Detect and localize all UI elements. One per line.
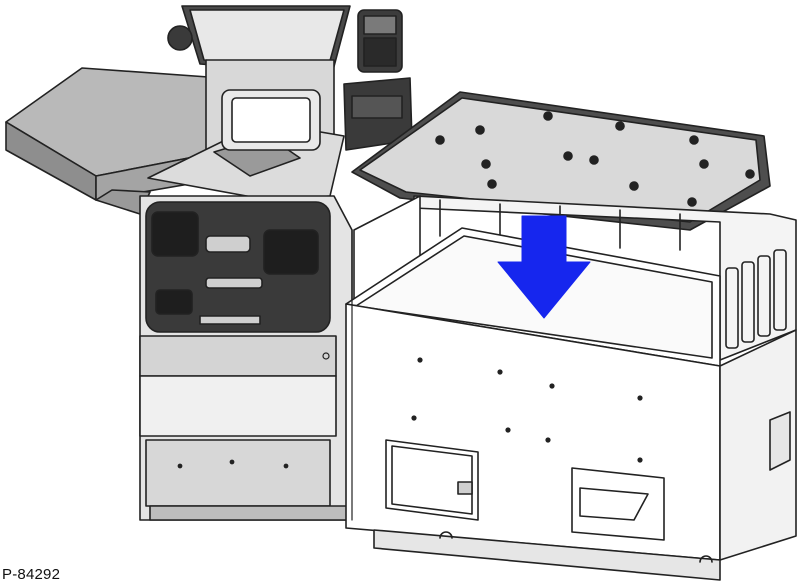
- down-arrow-icon: [497, 215, 591, 319]
- top-plate: [351, 91, 771, 231]
- receipt-printer: [343, 77, 413, 151]
- part-id-label: P-84292: [2, 566, 61, 583]
- pin-pad: [357, 9, 403, 73]
- checkout-unit: [139, 89, 353, 521]
- cabinet-base: [345, 195, 797, 581]
- outline-accents: [322, 229, 353, 521]
